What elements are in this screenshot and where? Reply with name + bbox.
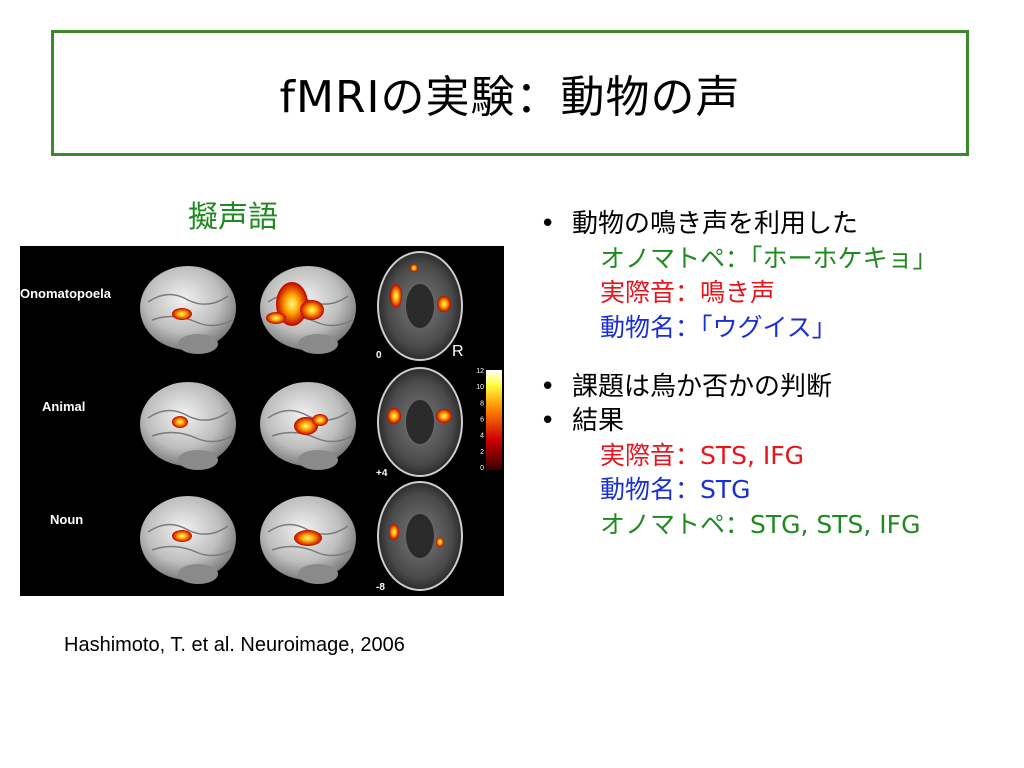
activation-blob xyxy=(390,284,402,308)
colorbar-tick-label: 8 xyxy=(480,400,484,407)
sulcus-lines xyxy=(147,523,233,557)
brain-lateral-view xyxy=(140,266,236,350)
cerebellum-shape xyxy=(298,450,338,470)
activation-blob xyxy=(266,312,286,324)
colorbar-tick-label: 0 xyxy=(480,465,484,472)
colorbar xyxy=(486,370,502,470)
sub-item: 動物名：「ウグイス」 xyxy=(600,312,837,342)
activation-blob xyxy=(294,530,322,546)
sub-item: 動物名：STG xyxy=(600,475,751,505)
activation-blob xyxy=(436,537,444,547)
sub-item: 実際音：STS, IFG xyxy=(600,440,805,470)
row-label: Onomatopoela xyxy=(20,286,112,301)
cerebellum-shape xyxy=(178,564,218,584)
bullet-icon: • xyxy=(540,372,556,403)
bullet-item-1: • 動物の鳴き声を利用した xyxy=(540,208,1010,242)
citation: Hashimoto, T. et al. Neuroimage, 2006 xyxy=(64,634,405,656)
colorbar-tick-label: 4 xyxy=(480,433,484,440)
ventricle-shape xyxy=(406,514,434,558)
orientation-label: R xyxy=(452,343,464,360)
bullet-item-2: • 課題は鳥か否かの判断 xyxy=(540,371,1010,405)
activation-blob xyxy=(172,530,192,542)
sub-item: 実際音：鳴き声 xyxy=(600,278,776,308)
bullet-text: 動物の鳴き声を利用した xyxy=(572,209,859,239)
title-box: fMRIの実験：動物の声 xyxy=(51,30,969,156)
slice-label: 0 xyxy=(376,350,382,361)
slide-title: fMRIの実験：動物の声 xyxy=(279,72,741,123)
row-label: Noun xyxy=(50,512,83,527)
cerebellum-shape xyxy=(178,450,218,470)
activation-blob xyxy=(172,308,192,320)
activation-blob xyxy=(410,264,418,272)
sulcus-lines xyxy=(147,293,233,327)
slice-label: -8 xyxy=(376,582,385,593)
bullet-text: 結果 xyxy=(572,406,625,437)
slice-label: +4 xyxy=(376,468,388,479)
sub-item: オノマトペ：STG, STS, IFG xyxy=(600,509,921,539)
bullet-icon: • xyxy=(540,406,556,437)
activation-blob xyxy=(294,417,318,435)
activation-blob xyxy=(436,409,452,423)
row-label: Animal xyxy=(42,399,85,414)
bullet-icon: • xyxy=(540,209,556,239)
activation-blob xyxy=(312,414,328,426)
activation-blob xyxy=(389,524,399,540)
bullet-item-3: • 結果 xyxy=(540,405,1010,439)
ventricle-shape xyxy=(406,400,434,444)
colorbar-tick-label: 10 xyxy=(476,384,484,391)
activation-blob xyxy=(172,416,188,428)
sulcus-lines xyxy=(267,409,353,443)
colorbar-tick-label: 12 xyxy=(476,368,484,375)
ventricle-shape xyxy=(406,284,434,328)
cerebellum-shape xyxy=(178,334,218,354)
activation-blob xyxy=(437,296,451,312)
activation-blob xyxy=(387,408,401,424)
figure-subheading: 擬声語 xyxy=(188,200,278,235)
sulcus-lines xyxy=(147,409,233,443)
colorbar-tick-label: 6 xyxy=(480,417,484,424)
sub-item: オノマトペ：「ホーホケキョ」 xyxy=(600,243,938,273)
bullet-text: 課題は鳥か否かの判断 xyxy=(572,372,833,403)
cerebellum-shape xyxy=(298,334,338,354)
colorbar-tick-label: 2 xyxy=(480,449,484,456)
bullet-list: • 動物の鳴き声を利用した オノマトペ：「ホーホケキョ」 実際音：鳴き声 動物名… xyxy=(540,208,1010,542)
brain-lateral-view xyxy=(140,382,236,466)
cerebellum-shape xyxy=(298,564,338,584)
activation-blob xyxy=(300,300,324,320)
